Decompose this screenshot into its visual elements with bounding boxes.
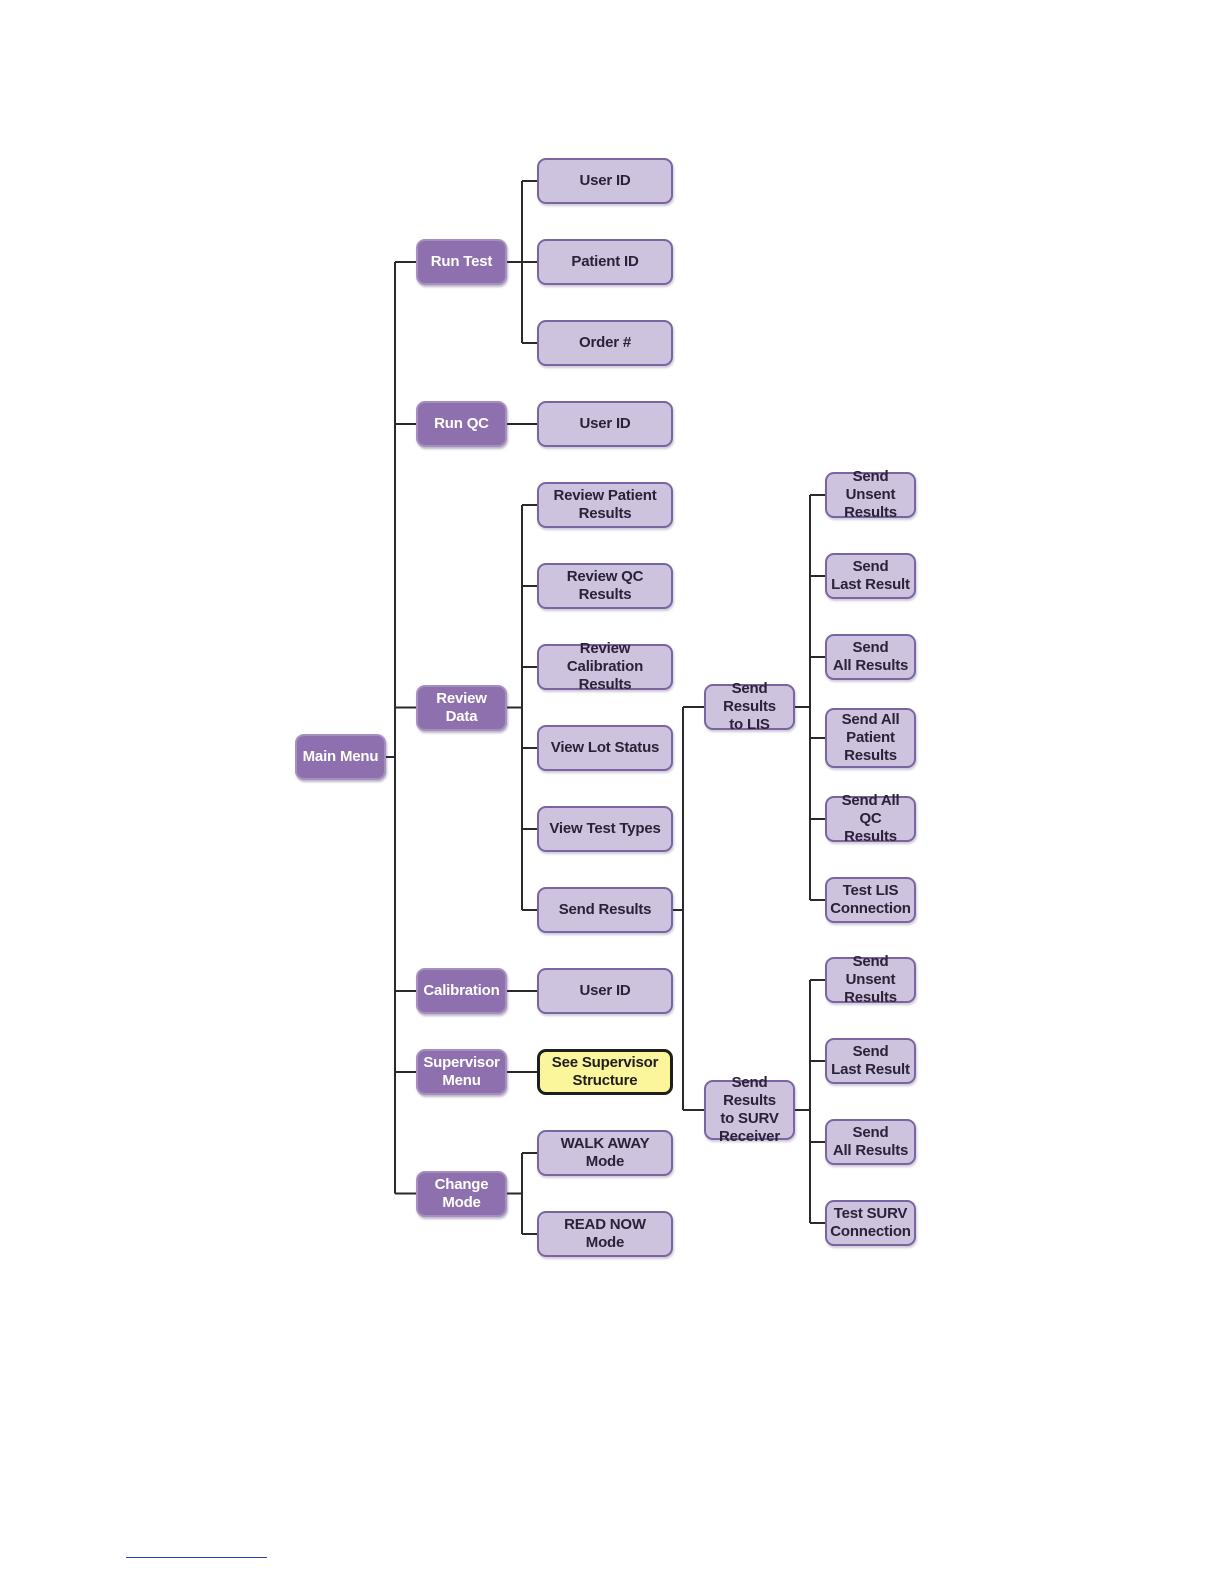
node-send-last-result: Send Last Result	[825, 1038, 916, 1084]
node-review-patient-results: Review Patient Results	[537, 482, 673, 528]
node-send-results: Send Results	[537, 887, 673, 933]
node-supervisor-menu: Supervisor Menu	[416, 1049, 507, 1095]
node-send-results-to-lis: Send Results to LIS	[704, 680, 795, 733]
node-read-now-mode: READ NOW Mode	[537, 1211, 673, 1257]
node-calibration: Calibration	[416, 968, 507, 1014]
footnote-separator	[126, 1557, 267, 1558]
node-patient-id: Patient ID	[537, 239, 673, 285]
node-send-unsent-results: Send Unsent Results	[825, 468, 916, 521]
node-run-test: Run Test	[416, 239, 507, 285]
node-send-all-results: Send All Results	[825, 1119, 916, 1165]
node-send-all-patient-results: Send All Patient Results	[825, 708, 916, 768]
node-view-lot-status: View Lot Status	[537, 725, 673, 771]
node-send-results-to-surv-receiver: Send Results to SURV Receiver	[704, 1074, 795, 1145]
node-send-last-result: Send Last Result	[825, 553, 916, 599]
node-send-all-results: Send All Results	[825, 634, 916, 680]
node-send-all-qc-results: Send All QC Results	[825, 792, 916, 845]
node-user-id: User ID	[537, 401, 673, 447]
node-test-surv-connection: Test SURV Connection	[825, 1200, 916, 1246]
node-user-id: User ID	[537, 968, 673, 1014]
node-send-unsent-results: Send Unsent Results	[825, 953, 916, 1006]
node-run-qc: Run QC	[416, 401, 507, 447]
node-review-data: Review Data	[416, 684, 507, 731]
node-main-menu: Main Menu	[295, 734, 386, 780]
node-test-lis-connection: Test LIS Connection	[825, 877, 916, 923]
node-view-test-types: View Test Types	[537, 806, 673, 852]
node-review-calibration-results: Review Calibration Results	[537, 640, 673, 693]
node-review-qc-results: Review QC Results	[537, 563, 673, 609]
node-order: Order #	[537, 320, 673, 366]
node-change-mode: Change Mode	[416, 1170, 507, 1217]
node-walk-away-mode: WALK AWAY Mode	[537, 1130, 673, 1176]
node-user-id: User ID	[537, 158, 673, 204]
node-see-supervisor-structure: See Supervisor Structure	[537, 1049, 673, 1095]
